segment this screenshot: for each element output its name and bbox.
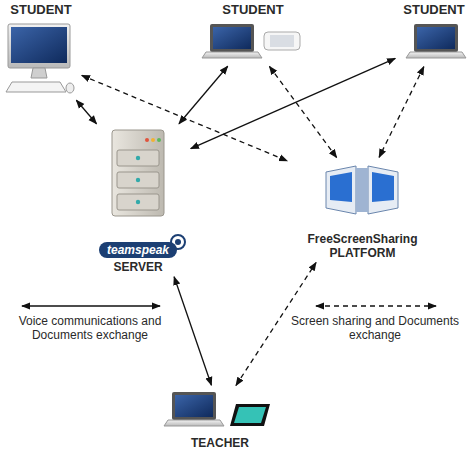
platform-logo [326, 166, 398, 214]
device-node: STUDENT [200, 2, 306, 64]
laptop-and-tablet [164, 392, 270, 426]
legend-solid-line [22, 305, 160, 306]
screen-share-link [379, 67, 424, 158]
desktop-computer [6, 24, 74, 93]
node-label: FreeScreenSharing PLATFORM [293, 232, 433, 260]
legend-text: Voice communications and Documents excha… [5, 314, 175, 342]
node-label: STUDENT [222, 2, 283, 17]
voice-link [191, 58, 396, 148]
laptop [406, 24, 466, 58]
node-label: SERVER [113, 260, 162, 274]
laptop-and-phone [202, 24, 300, 58]
voice-link [76, 100, 96, 123]
device-node: STUDENT [3, 2, 79, 98]
node-label: STUDENT [403, 2, 464, 17]
voice-link [179, 66, 228, 123]
legend-text: Screen sharing and Documents exchange [290, 314, 460, 342]
logo-text: teamspeak [99, 242, 177, 258]
server-tower [112, 130, 185, 249]
node-label: TEACHER [191, 436, 249, 450]
voice-link [174, 277, 211, 385]
device-node: teamspeakSERVER [88, 126, 188, 274]
device-node: TEACHER [160, 388, 280, 450]
node-label: STUDENT [10, 2, 71, 17]
device-node: STUDENT [398, 2, 470, 64]
legend-dashed-line [316, 305, 436, 306]
screen-share-link [269, 66, 336, 157]
device-node: FreeScreenSharing PLATFORM [290, 160, 435, 260]
